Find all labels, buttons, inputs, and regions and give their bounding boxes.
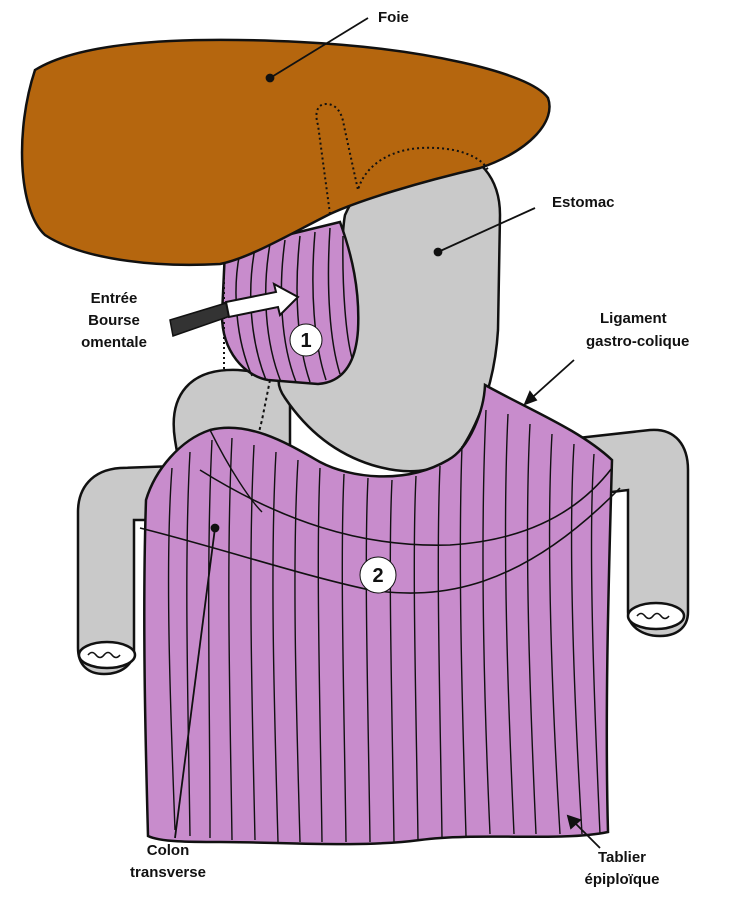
label-tablier-line1: Tablier: [598, 849, 646, 866]
colon-left-lumen: [79, 642, 135, 668]
label-foie: Foie: [378, 9, 409, 26]
label-colon-line1: Colon: [147, 842, 190, 859]
colon-right-lumen: [628, 603, 684, 629]
label-ligament-line2: gastro-colique: [586, 333, 689, 350]
marker-two: 2: [372, 565, 383, 587]
label-entree-line2: Bourse: [88, 312, 140, 329]
label-estomac: Estomac: [552, 194, 615, 211]
label-ligament-line1: Ligament: [600, 310, 667, 327]
label-entree-line1: Entrée: [91, 290, 138, 307]
label-entree-line3: omentale: [81, 334, 147, 351]
label-tablier-line2: épiploïque: [585, 871, 660, 888]
label-colon-line2: transverse: [130, 864, 206, 881]
marker-one: 1: [300, 330, 311, 352]
